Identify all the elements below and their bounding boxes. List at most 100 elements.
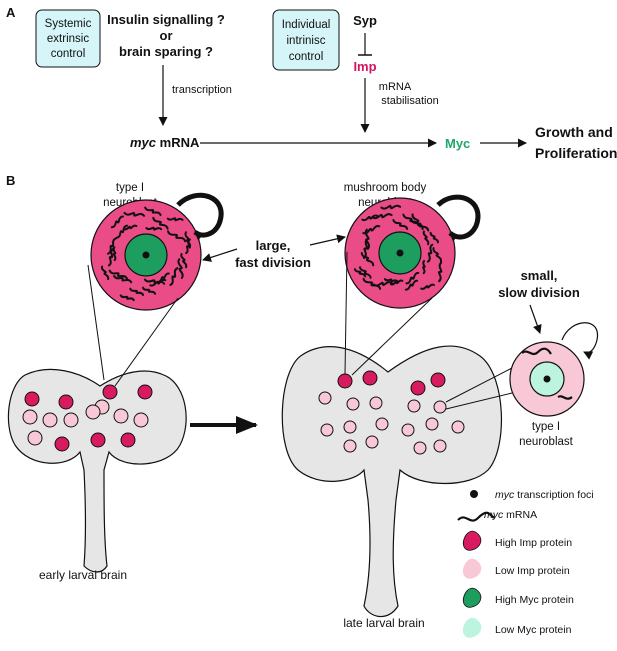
transcription-label: transcription (172, 84, 232, 96)
legend-high-myc-label: High Myc protein (495, 594, 574, 606)
legend-mrna-swatch (457, 511, 495, 522)
mrna-squiggle (422, 260, 426, 275)
myc-protein-label: Myc (445, 136, 470, 151)
large-neuroblast-mushroom (344, 197, 456, 309)
division-arrow-mushroom (436, 194, 481, 242)
mrna-squiggle (422, 230, 430, 246)
large-division-arrow-right (309, 234, 346, 246)
mrna-squiggle (122, 224, 138, 231)
small-nb-mrna-2 (557, 395, 573, 400)
mrna-squiggle (152, 216, 169, 230)
mrna-squiggle (167, 230, 187, 243)
mrna-squiggle (185, 238, 191, 255)
large-division-arrow-left (202, 248, 238, 262)
mrna-squiggle (113, 275, 133, 284)
nb-type1-small-line-1: type I (532, 421, 560, 433)
mrna-squiggle (166, 217, 184, 222)
large-division-line-1: large, (256, 238, 291, 253)
mrna-squiggle (145, 226, 163, 231)
nb-mushroom-line-1: mushroom body (344, 182, 427, 194)
stabilisation-line-1: mRNA (379, 81, 412, 93)
legend-high-myc-swatch (463, 587, 482, 608)
transcription-focus (142, 251, 150, 259)
mrna-squiggle (169, 267, 179, 286)
mrna-squiggle (389, 279, 404, 286)
question-line-3: brain sparing ? (119, 44, 213, 59)
individual-line-2: intrinisc (287, 35, 326, 47)
mrna-squiggle (119, 294, 135, 302)
mrna-squiggle (405, 271, 420, 285)
legend-low-imp-label: Low Imp protein (495, 565, 570, 577)
systemic-control-box: Systemic extrinsic control (35, 9, 101, 68)
neuroblast-mrna-squiggles (100, 206, 192, 302)
zoom-line-small-top (445, 367, 513, 403)
mrna-squiggle (177, 258, 184, 279)
mrna-squiggle (110, 215, 124, 229)
late-brain-cells (318, 370, 465, 455)
early-larval-brain (7, 368, 187, 573)
mrna-squiggle (359, 266, 372, 279)
individual-control-box: Individual intrinisc control (272, 9, 340, 71)
small-nb-mrna-1 (521, 347, 552, 356)
mrna-squiggle (112, 246, 117, 262)
legend-foci-italic: myc (495, 489, 515, 501)
mrna-squiggle (143, 278, 166, 285)
zoom-line-late-left (344, 251, 348, 375)
systemic-line-2: extrinsic (47, 33, 89, 45)
mrna-squiggle (432, 247, 442, 263)
mrna-squiggle (392, 219, 409, 230)
panel-a-label: A (6, 5, 16, 20)
legend: myc transcription foci myc mRNA High Imp… (457, 489, 594, 638)
mrna-squiggle (107, 247, 115, 267)
mrna-squiggle (142, 286, 157, 295)
myc-mrna-label: myc mRNA (130, 135, 200, 150)
mrna-squiggle (363, 238, 369, 259)
division-arrow-type1 (176, 192, 224, 241)
legend-high-imp-swatch (463, 530, 482, 551)
mushroom-transcription-focus (396, 249, 404, 257)
mrna-squiggle (429, 231, 439, 244)
mrna-squiggle (420, 283, 435, 290)
small-division-arrow (529, 304, 542, 334)
mrna-squiggle (380, 204, 402, 210)
stabilisation-line-2: stabilisation (381, 95, 438, 107)
legend-high-imp-label: High Imp protein (495, 537, 572, 549)
legend-foci-swatch (470, 490, 478, 498)
early-brain-cells (22, 384, 153, 452)
legend-foci-label: myc transcription foci (495, 489, 594, 501)
legend-low-myc-label: Low Myc protein (495, 624, 572, 636)
mrna-squiggle (384, 278, 399, 283)
legend-low-imp-swatch (463, 558, 482, 579)
nb-type1-top-line-1: type I (116, 182, 144, 194)
mrna-squiggle (371, 213, 393, 220)
large-neuroblast-type1 (90, 199, 202, 311)
outcome-line-2: Proliferation (535, 145, 617, 161)
systemic-line-3: control (51, 48, 86, 60)
question-line-2: or (160, 28, 173, 43)
mrna-squiggle (144, 206, 162, 217)
individual-line-1: Individual (282, 19, 331, 31)
systemic-line-1: Systemic (45, 18, 92, 30)
mrna-squiggle (100, 265, 110, 281)
mrna-squiggle (426, 243, 434, 263)
legend-mrna-rest: mRNA (503, 509, 537, 521)
mrna-squiggle (353, 268, 367, 278)
imp-label: Imp (353, 59, 376, 74)
myc-mrna-rest: mRNA (156, 135, 200, 150)
small-neuroblast-type1 (509, 341, 585, 417)
zoom-line-small-bottom (445, 392, 513, 410)
myc-mrna-italic: myc (130, 135, 157, 150)
small-nb-focus (543, 375, 551, 383)
division-arrow-small (561, 322, 598, 360)
large-division-line-2: fast division (235, 255, 311, 270)
late-larval-brain (281, 345, 502, 618)
legend-mrna-italic: myc (484, 509, 504, 521)
legend-low-myc-swatch (463, 617, 482, 638)
individual-line-3: control (289, 51, 324, 63)
late-brain-outline (281, 345, 502, 618)
legend-mrna-label: myc mRNA (484, 509, 537, 521)
mrna-squiggle (362, 277, 382, 290)
mrna-squiggle (184, 231, 192, 249)
outcome-line-1: Growth and (535, 124, 613, 140)
